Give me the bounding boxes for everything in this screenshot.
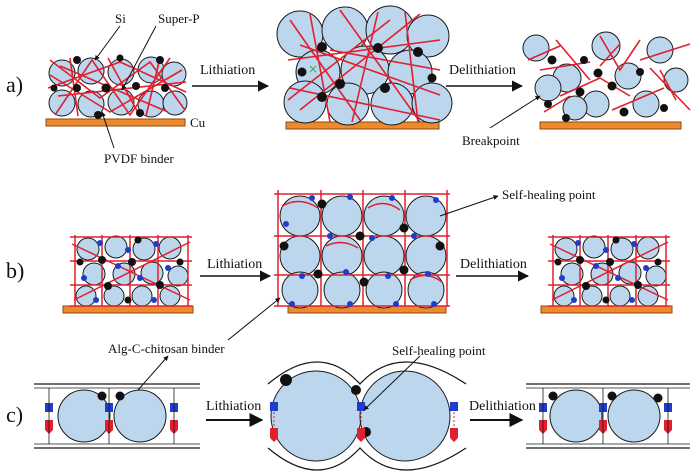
cu-foil-a3 <box>539 121 682 130</box>
delithiation-label-c: Delithiation <box>469 399 536 414</box>
self-healing-leader-c <box>363 355 421 411</box>
electrode-c3 <box>526 383 690 449</box>
binder-leader-c <box>137 355 169 391</box>
si-leader <box>94 25 121 61</box>
row-a-letter: a) <box>6 72 24 97</box>
delithiation-label-a: Delithiation <box>449 63 516 78</box>
cu-foil-b3 <box>540 305 673 314</box>
healing-points-b1 <box>81 240 171 303</box>
lithiation-label-a: Lithiation <box>200 63 256 78</box>
super-p-label: Super-P <box>158 11 200 26</box>
row-b-letter: b) <box>6 258 25 283</box>
breakpoint-mark-a2: × <box>308 62 318 76</box>
breakpoint-leader <box>489 95 541 129</box>
super-p-a1 <box>50 54 169 119</box>
row-c-letter: c) <box>6 402 24 427</box>
pvdf-leader <box>101 111 115 149</box>
row-a: × <box>45 5 691 149</box>
si-label: Si <box>115 11 126 26</box>
super-p-a2 <box>297 42 437 102</box>
self-healing-leader-b <box>439 195 499 217</box>
super-p-b3 <box>554 236 662 304</box>
cu-foil-b1 <box>62 305 194 314</box>
pvdf-binder-a2 <box>287 9 441 123</box>
pvdf-binder-label: PVDF binder <box>104 151 174 166</box>
delithiation-label-b: Delithiation <box>460 257 527 272</box>
row-c <box>34 355 690 471</box>
binder-leader-b <box>227 297 281 341</box>
electrode-b3 <box>553 235 667 307</box>
row-b <box>62 190 673 341</box>
self-healing-label-c: Self-healing point <box>392 343 486 358</box>
alg-c-chitosan-binder-label: Alg-C-chitosan binder <box>108 341 225 356</box>
super-p-a3 <box>544 55 668 122</box>
electrode-c2 <box>267 361 467 471</box>
cu-foil-a1 <box>45 118 186 127</box>
lithiation-label-c: Lithiation <box>206 399 262 414</box>
cu-label: Cu <box>190 115 206 130</box>
healing-points-b3 <box>559 240 649 303</box>
self-healing-label-b: Self-healing point <box>502 187 596 202</box>
healing-points-b2 <box>283 194 439 307</box>
cu-foil-a2 <box>285 121 440 130</box>
electrode-c1 <box>34 383 200 449</box>
lithiation-label-b: Lithiation <box>207 257 263 272</box>
breakpoint-label: Breakpoint <box>462 133 520 148</box>
binder-net-b2 <box>274 190 450 307</box>
super-p-b1 <box>76 236 184 304</box>
super-p-leader <box>121 25 157 91</box>
super-p-b2 <box>279 199 445 287</box>
pvdf-binder-a3 <box>527 35 691 113</box>
